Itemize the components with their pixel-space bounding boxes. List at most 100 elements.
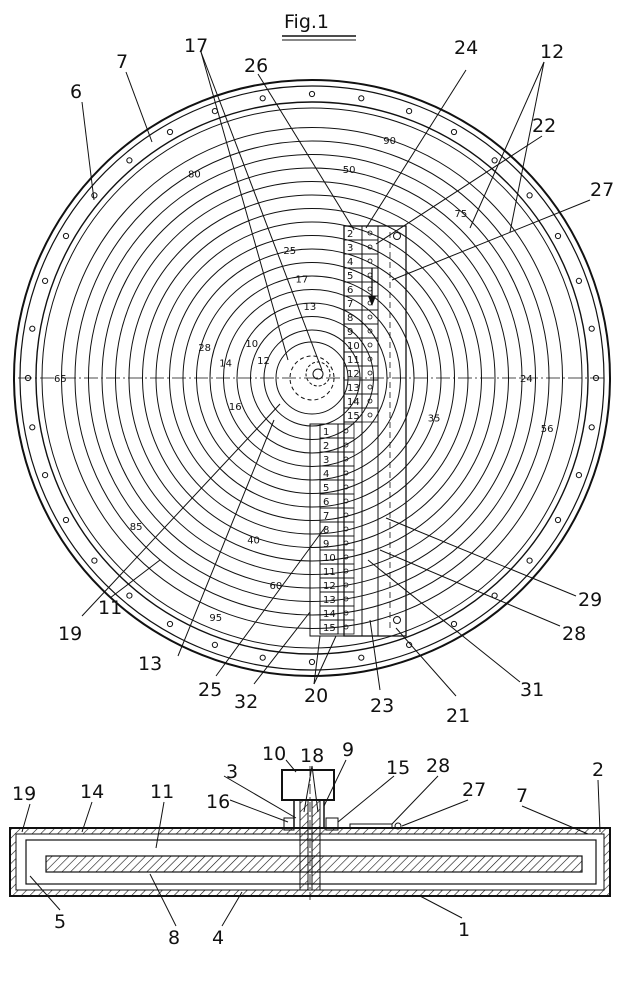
bolt-hole xyxy=(554,232,562,240)
upper-scale-indicator-dot xyxy=(367,356,373,362)
callout-28: 28 xyxy=(562,623,586,645)
lower-scale-number: 15 xyxy=(323,623,336,634)
bolt-hole xyxy=(126,592,133,599)
section-callout-7: 7 xyxy=(516,785,528,807)
section-callout-15: 15 xyxy=(386,757,410,779)
groove-value-label: 17 xyxy=(296,275,309,286)
lower-scale-number: 7 xyxy=(323,511,329,522)
groove-value-label: 24 xyxy=(520,374,533,385)
lower-scale-indicator-dot xyxy=(343,484,349,490)
groove-value-label: 95 xyxy=(209,613,222,624)
bolt-hole xyxy=(491,157,498,164)
bolt-hole xyxy=(126,157,133,164)
bolt-hole xyxy=(308,658,316,666)
groove-ring xyxy=(61,127,563,629)
callout-20: 20 xyxy=(304,685,328,707)
lower-scale-indicator-dot xyxy=(343,526,349,532)
lower-scale-indicator-dot xyxy=(343,554,349,560)
groove-value-label: 14 xyxy=(219,359,232,370)
groove-value-label: 12 xyxy=(257,356,270,367)
upper-scale-number: 11 xyxy=(347,355,360,366)
lower-scale-indicator-dot xyxy=(343,428,349,434)
callout-13: 13 xyxy=(138,653,162,675)
bolt-hole xyxy=(358,95,365,102)
callout-31: 31 xyxy=(520,679,544,701)
upper-scale-indicator-dot xyxy=(367,384,373,390)
section-callout-19: 19 xyxy=(12,783,36,805)
upper-scale-number: 14 xyxy=(347,397,360,408)
upper-scale-indicator-dot xyxy=(367,342,373,348)
section-callout-3: 3 xyxy=(226,761,238,783)
lower-scale-indicator-dot xyxy=(343,596,349,602)
lower-scale-indicator-dot xyxy=(343,610,349,616)
groove-value-label: 60 xyxy=(270,581,283,592)
lower-scale-indicator-cell xyxy=(337,465,355,481)
bolt-hole xyxy=(554,516,562,524)
upper-scale-indicator-dot xyxy=(367,398,373,404)
upper-scale-indicator-cell xyxy=(361,407,379,423)
callout-23: 23 xyxy=(370,695,394,717)
callout-27: 27 xyxy=(590,179,614,201)
upper-scale-indicator-dot xyxy=(367,258,373,264)
callout-7: 7 xyxy=(116,51,128,73)
lower-scale-indicator-dot xyxy=(343,512,349,518)
callout-26: 26 xyxy=(244,55,268,77)
upper-scale-indicator-dot xyxy=(367,412,373,418)
bolt-hole xyxy=(358,654,365,661)
lower-scale-number: 3 xyxy=(323,455,329,466)
bolt-hole xyxy=(211,641,218,649)
callout-11: 11 xyxy=(98,597,122,619)
upper-scale-number: 3 xyxy=(347,243,353,254)
groove-value-label: 35 xyxy=(428,414,441,425)
groove-value-label: 13 xyxy=(304,302,317,313)
bolt-hole xyxy=(259,95,266,102)
bolt-hole xyxy=(29,325,36,332)
bolt-hole xyxy=(166,128,174,136)
lower-scale-number: 10 xyxy=(323,553,336,564)
bolt-hole xyxy=(259,654,266,661)
lower-scale-indicator-dot xyxy=(343,456,349,462)
lower-scale-number: 5 xyxy=(323,483,329,494)
upper-scale-indicator-dot xyxy=(367,244,373,250)
callout-12: 12 xyxy=(540,41,564,63)
lower-scale-indicator-dot xyxy=(343,568,349,574)
bolt-hole xyxy=(588,325,595,332)
upper-scale-number: 4 xyxy=(347,257,353,268)
bolt-hole xyxy=(29,424,36,431)
bolt-hole xyxy=(62,516,70,524)
bolt-hole xyxy=(91,557,98,564)
section-callout-11: 11 xyxy=(150,781,174,803)
upper-scale-indicator-cell xyxy=(361,393,379,409)
upper-scale-indicator-dot xyxy=(367,286,373,292)
groove-value-label: 25 xyxy=(283,246,296,257)
lower-scale-indicator-cell xyxy=(337,563,355,579)
section-callout-8: 8 xyxy=(168,927,180,949)
section-callout-27: 27 xyxy=(462,779,486,801)
groove-value-label: 75 xyxy=(455,209,468,220)
groove-value-label: 40 xyxy=(247,536,260,547)
callout-24: 24 xyxy=(454,37,478,59)
bolt-hole xyxy=(166,620,174,628)
bolt-hole xyxy=(42,472,49,479)
groove-value-label: 50 xyxy=(343,165,356,176)
upper-scale-number: 10 xyxy=(347,341,360,352)
upper-scale-number: 9 xyxy=(347,327,353,338)
lower-scale-number: 13 xyxy=(323,595,336,606)
section-callout-4: 4 xyxy=(212,927,224,949)
callout-29: 29 xyxy=(578,589,602,611)
groove-value-label: 65 xyxy=(54,374,67,385)
bolt-hole xyxy=(526,557,533,564)
upper-scale-indicator-dot xyxy=(367,370,373,376)
lower-scale-indicator-dot xyxy=(343,442,349,448)
figure-title: Fig.1 xyxy=(284,11,329,33)
lower-scale-number: 12 xyxy=(323,581,336,592)
groove-value-label: 90 xyxy=(383,136,396,147)
upper-scale-number: 15 xyxy=(347,411,360,422)
upper-scale-indicator-dot xyxy=(367,314,373,320)
lower-scale-number: 8 xyxy=(323,525,329,536)
section-callout-5: 5 xyxy=(54,911,66,933)
section-callout-10: 10 xyxy=(262,743,286,765)
section-callout-28: 28 xyxy=(426,755,450,777)
